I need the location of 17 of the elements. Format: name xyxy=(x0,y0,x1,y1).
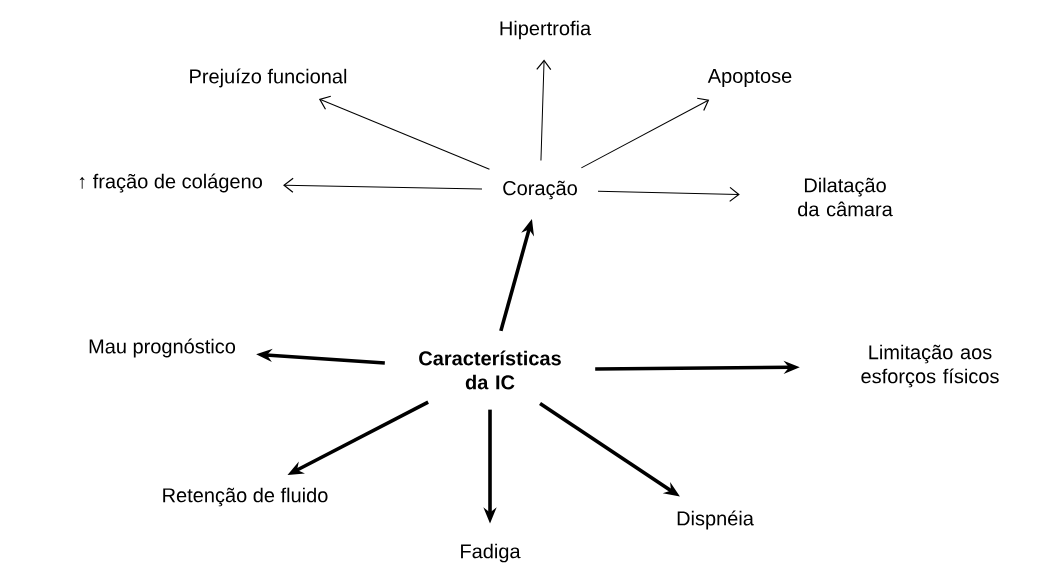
node-label: Fadiga xyxy=(461,543,521,563)
node-label: Dispnéia xyxy=(677,510,754,530)
node-label: Mau prognóstico xyxy=(89,338,236,358)
node-label: Coração xyxy=(503,180,577,200)
node-label: Limitação aos esforços físicos xyxy=(861,344,999,388)
node-label: ↑ fração de colágeno xyxy=(79,173,262,193)
node-label: Hipertrofia xyxy=(500,20,592,40)
arrow xyxy=(536,59,552,161)
arrow xyxy=(283,177,483,193)
node-label: Prejuízo funcional xyxy=(190,68,347,88)
node-label: Dilatação da câmara xyxy=(798,177,893,217)
arrow xyxy=(597,186,740,202)
node-label: Apoptose xyxy=(707,69,792,87)
node-label: Retenção de fluido xyxy=(163,487,328,507)
arrow xyxy=(580,97,710,169)
center-label: Características da IC xyxy=(419,350,561,390)
arrow xyxy=(318,95,490,170)
